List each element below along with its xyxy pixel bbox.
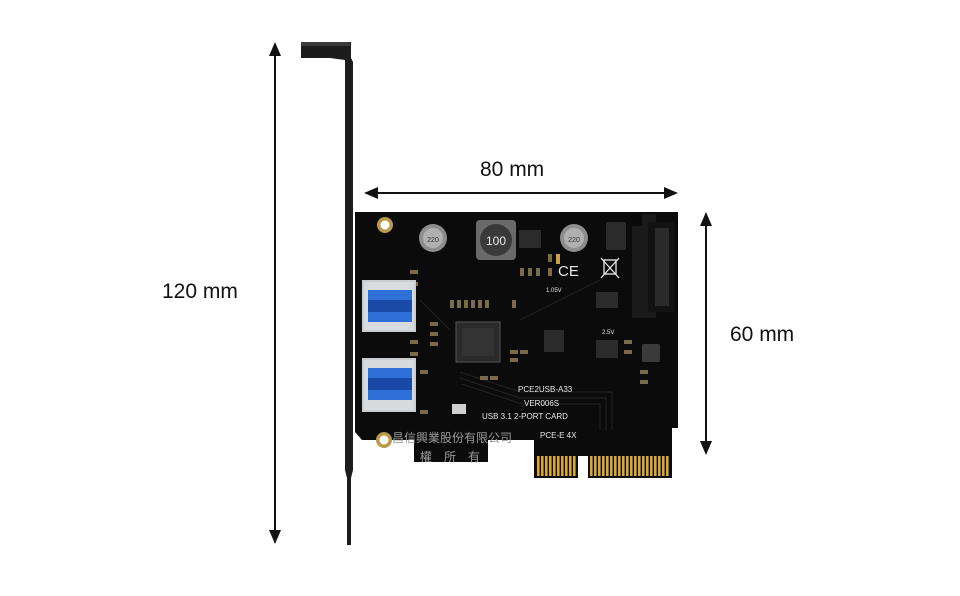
gold-finger-contact (565, 456, 568, 476)
small-ic-3 (596, 340, 618, 358)
gold-finger-contact (630, 456, 633, 476)
capacitor-2: 220 (560, 224, 588, 252)
gold-finger-contact (650, 456, 653, 476)
gold-finger-contact (549, 456, 552, 476)
capacitor-1: 220 (419, 224, 447, 252)
usb-port-top (362, 280, 416, 332)
gold-finger-contact (537, 456, 540, 476)
gold-finger-contact (618, 456, 621, 476)
ce-mark: CE (558, 263, 579, 280)
weee-bin-icon (600, 257, 620, 279)
gold-finger-contact (561, 456, 564, 476)
small-inductor (642, 344, 660, 362)
gold-finger-contact (545, 456, 548, 476)
gold-finger-contact (573, 456, 576, 476)
usb-port-bottom (362, 358, 416, 412)
watermark-company: 昌信興業股份有限公司 (392, 431, 513, 445)
pcb-board: 100 220 220 (355, 212, 678, 478)
gold-finger-contact (557, 456, 560, 476)
board-model-label: PCE2USB-A33 (518, 385, 573, 394)
gold-finger-contact (553, 456, 556, 476)
inductor: 100 (476, 220, 516, 260)
height-dimension-label: 120 mm (162, 280, 238, 303)
width-dimension-label: 80 mm (480, 158, 545, 181)
small-ic (544, 330, 564, 352)
sata-power-connector (632, 214, 674, 318)
regulator-chip (519, 230, 541, 248)
gold-finger-contact (541, 456, 544, 476)
gold-finger-contact (569, 456, 572, 476)
gold-finger-contact (634, 456, 637, 476)
gold-finger-contact (662, 456, 665, 476)
gold-finger-contact (614, 456, 617, 476)
gold-finger-contact (642, 456, 645, 476)
pcie-gold-fingers (537, 456, 669, 476)
gold-finger-contact (666, 456, 669, 476)
board-description-label: USB 3.1 2-PORT CARD (482, 412, 568, 421)
board-version-label: VER006S (524, 399, 559, 408)
gold-finger-contact (646, 456, 649, 476)
gold-finger-contact (638, 456, 641, 476)
usb-controller-chip (455, 321, 501, 363)
gold-finger-contact (598, 456, 601, 476)
gold-finger-contact (606, 456, 609, 476)
small-ic-2 (596, 292, 618, 308)
side-dimension-label: 60 mm (730, 323, 795, 346)
crystal-oscillator (452, 404, 466, 414)
voltage-label-2: 2.5V (602, 330, 614, 336)
voltage-label-1: 1.05V (546, 288, 562, 294)
gold-finger-contact (594, 456, 597, 476)
capacitor-1-label: 220 (427, 237, 439, 244)
gold-finger-contact (590, 456, 593, 476)
gold-finger-contact (602, 456, 605, 476)
watermark-rights: 權 所 有 (420, 450, 481, 464)
gold-finger-contact (658, 456, 661, 476)
gold-finger-contact (610, 456, 613, 476)
gold-finger-contact (654, 456, 657, 476)
power-ic (606, 222, 626, 250)
inductor-label: 100 (486, 234, 506, 248)
slot-type-label: PCE-E 4X (540, 431, 577, 440)
gold-finger-contact (626, 456, 629, 476)
metal-bracket (301, 42, 353, 545)
height-dimension-arrow (269, 42, 281, 544)
width-dimension-arrow (364, 187, 678, 199)
side-dimension-arrow (700, 212, 712, 455)
gold-finger-contact (622, 456, 625, 476)
capacitor-2-label: 220 (568, 237, 580, 244)
